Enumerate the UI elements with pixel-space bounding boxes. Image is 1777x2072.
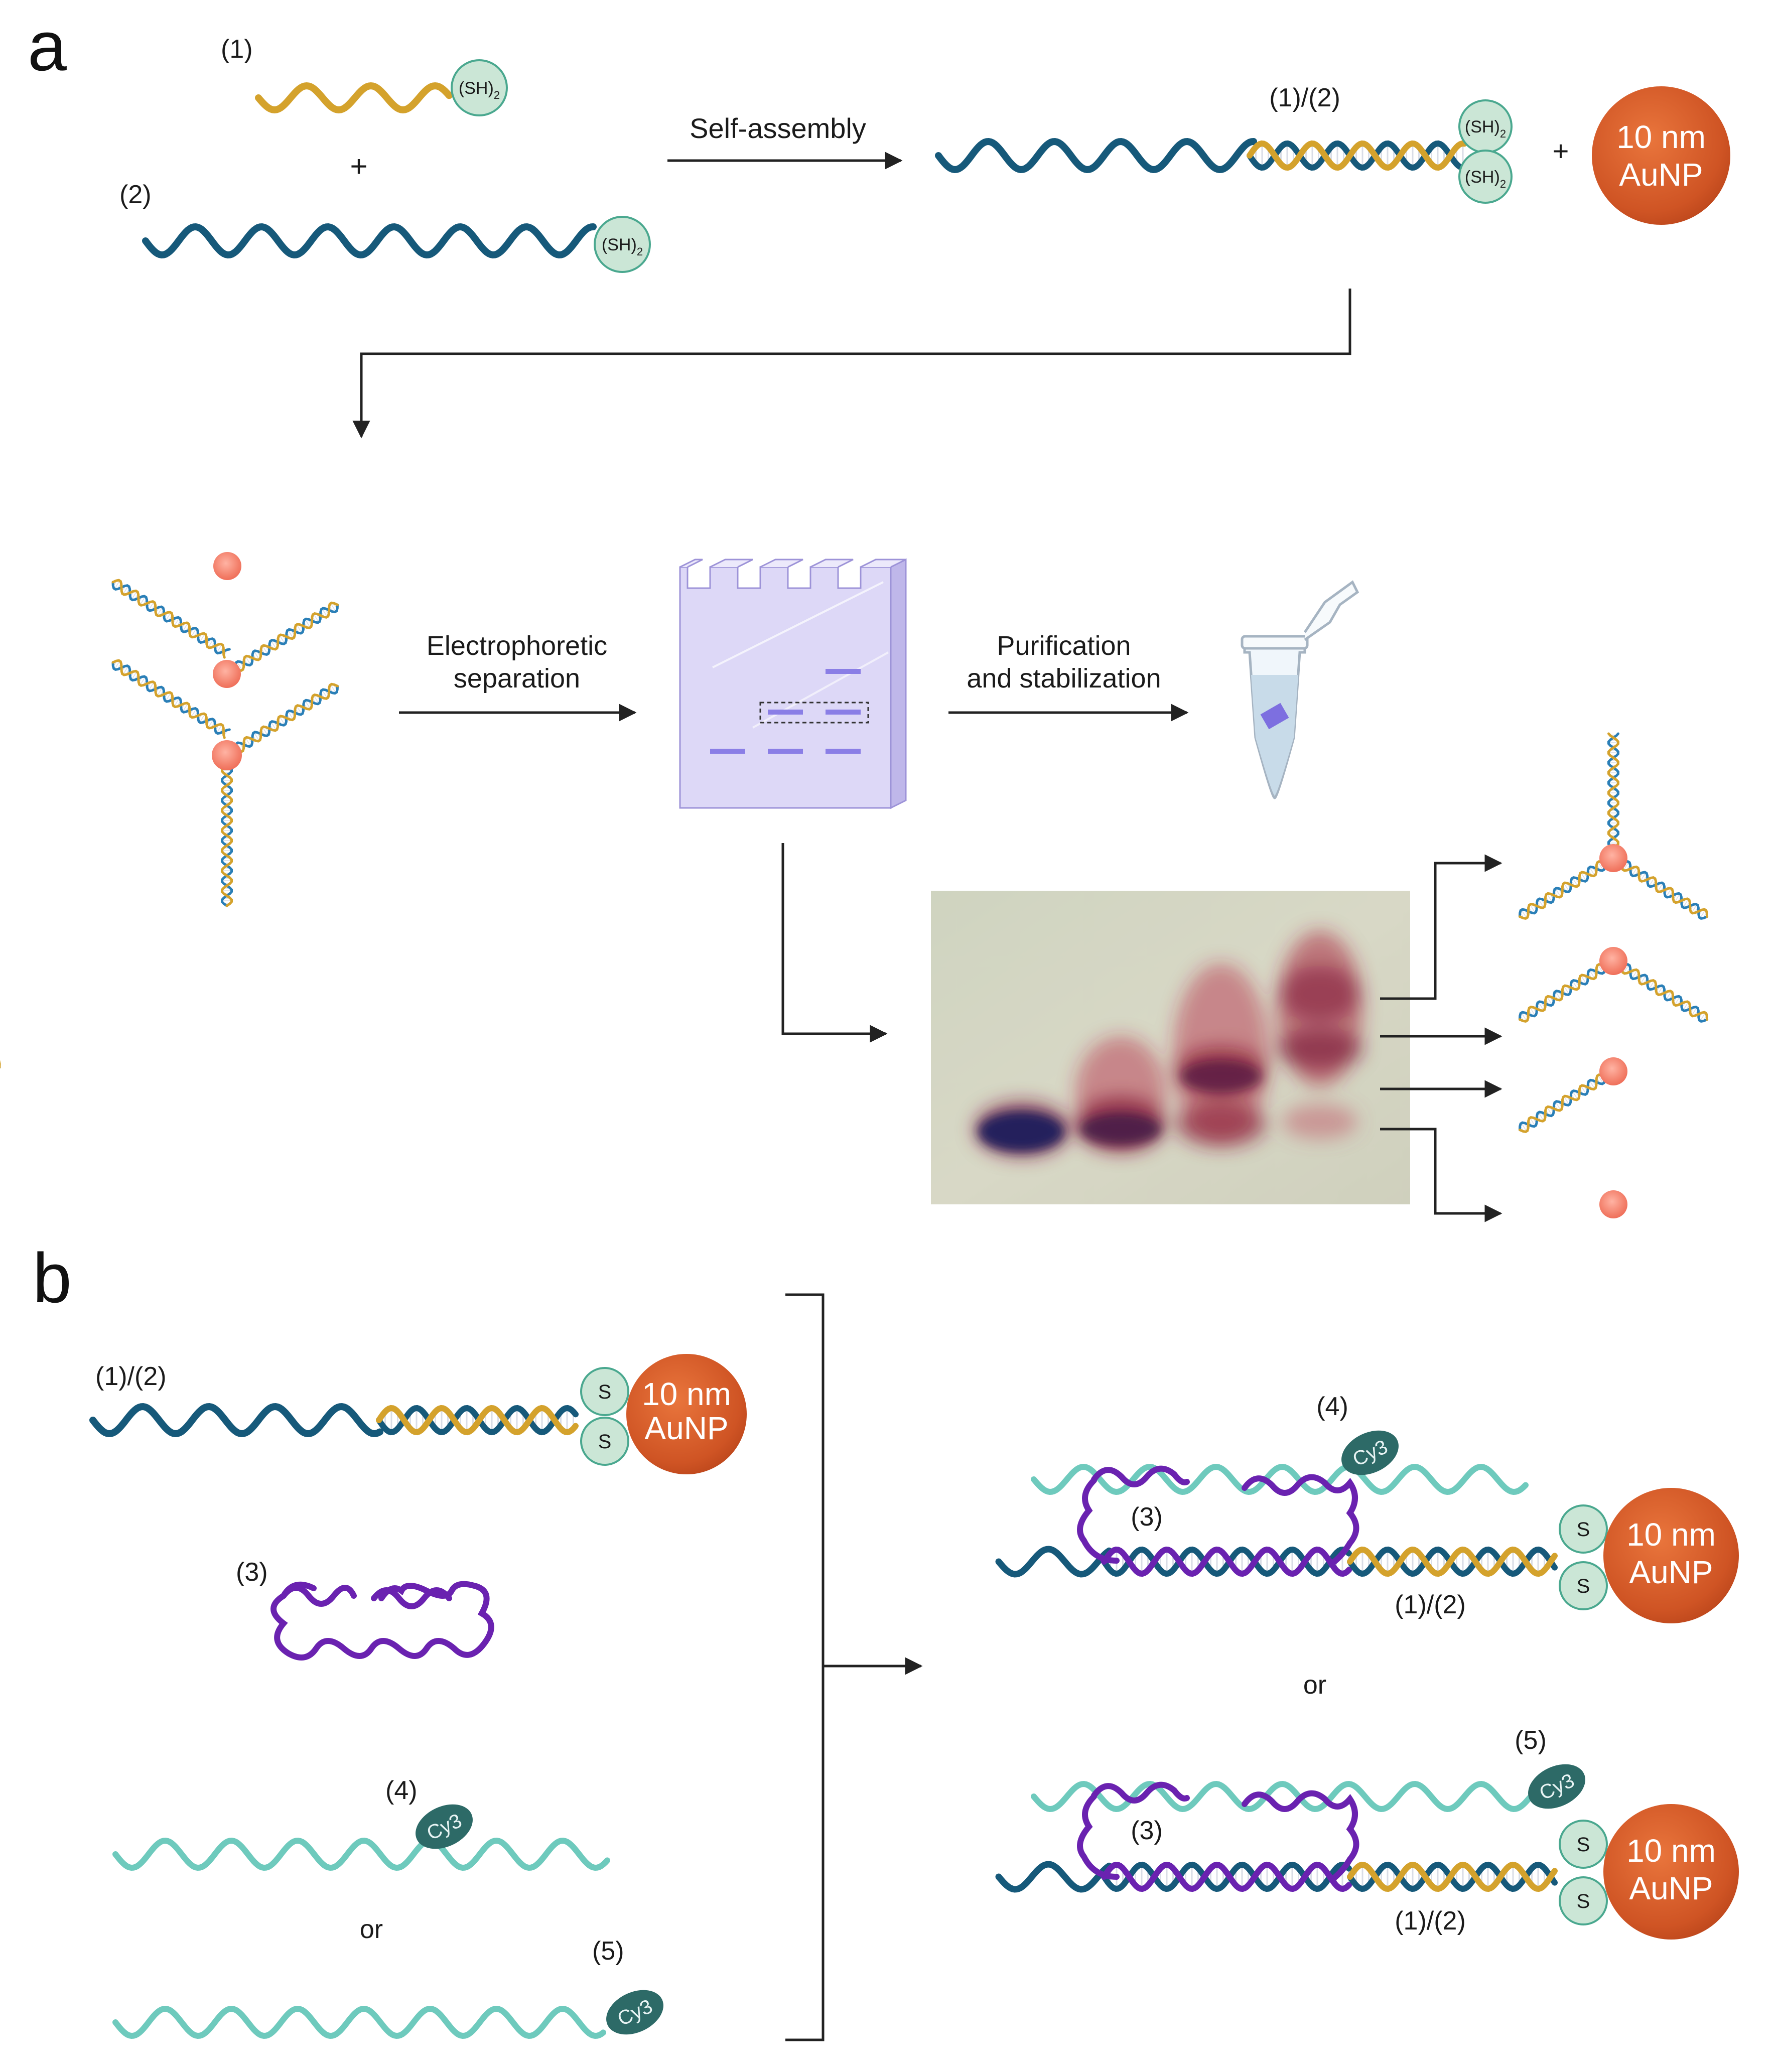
strand-4 [112,1837,610,1871]
strand-4-label-complex: (4) [1316,1392,1348,1421]
thiol-s-icon: S [580,1417,629,1466]
duplex-label-complex: (1)/(2) [1395,1590,1466,1619]
thiol-s-icon: S [1559,1876,1608,1925]
svg-text:(SH)2: (SH)2 [459,79,500,101]
duplex-1-2 [935,137,1467,174]
species-bare-particle [1599,1190,1627,1218]
conjugate-three-strands [111,659,339,907]
strand-3-label-complex: (3) [1131,1502,1163,1532]
cy3-dye-icon: Cy3 [1528,1764,1585,1809]
svg-text:S: S [598,1431,612,1453]
svg-text:10 nm: 10 nm [642,1376,731,1412]
conjugate-one-strand [0,552,241,1070]
svg-text:S: S [1577,1834,1590,1856]
svg-text:10 nm: 10 nm [1626,1833,1716,1869]
strand-3-end [281,1585,357,1607]
svg-text:(SH)2: (SH)2 [1465,168,1506,190]
plus-sign: + [350,150,367,183]
species-two-strands [1518,947,1709,1023]
cy3-dye-icon: Cy3 [416,1804,473,1849]
band-arrow-bare-particle [1380,1128,1502,1222]
species-one-strand [1518,1057,1627,1134]
strand-3 [270,1581,494,1661]
cy3-dye-icon: Cy3 [606,1990,663,2035]
thiol-s-icon: S [580,1367,629,1416]
bracket [785,1293,825,2041]
gel-schematic-icon [679,558,907,809]
strand-5-label: (5) [592,1937,624,1966]
svg-text:AuNP: AuNP [644,1410,728,1446]
duplex-label-complex-2: (1)/(2) [1395,1906,1466,1936]
svg-text:S: S [1577,1575,1590,1597]
svg-text:S: S [1577,1518,1590,1541]
svg-text:(SH)2: (SH)2 [602,235,643,258]
svg-text:S: S [598,1381,612,1403]
thiol-s-icon: S [1559,1504,1608,1554]
thiol-group-icon: (SH)2 [1458,150,1513,204]
svg-text:S: S [1577,1890,1590,1912]
strand-3-label-complex-2: (3) [1131,1816,1163,1845]
svg-text:AuNP: AuNP [1629,1554,1713,1590]
electrophoresis-label-line1: Electrophoretic [427,631,607,661]
strand-5-label-complex: (5) [1515,1726,1547,1755]
purification-label-line1: Purification [997,631,1131,661]
thiol-s-icon: S [1559,1561,1608,1610]
svg-text:(SH)2: (SH)2 [1465,117,1506,140]
purification-label-line2: and stabilization [967,663,1161,694]
gel-photograph [931,891,1410,1204]
duplex-label-b: (1)/(2) [95,1362,167,1391]
svg-text:AuNP: AuNP [1629,1870,1713,1906]
thiol-group-icon: (SH)2 [594,216,651,273]
thiol-group-icon: (SH)2 [1458,99,1513,154]
duplex-label: (1)/(2) [1269,83,1340,112]
thiol-s-icon: S [1559,1820,1608,1869]
panel-label-b: b [33,1238,72,1317]
svg-text:10 nm: 10 nm [1626,1516,1716,1553]
process-connector-arrow [352,289,1351,439]
self-assembly-label: Self-assembly [690,112,866,144]
electrophoresis-label-line2: separation [454,663,580,694]
gold-nanoparticle-icon: 10 nm AuNP [1592,86,1730,225]
strand-2-label: (2) [119,180,152,209]
svg-text:AuNP: AuNP [1619,157,1703,193]
gold-nanoparticle-icon: 10 nm AuNP [1603,1488,1739,1623]
gold-nanoparticle-icon: 10 nm AuNP [1603,1804,1739,1940]
strand-1-label: (1) [221,35,253,64]
microcentrifuge-tube-icon [1241,580,1359,799]
or-label-complex: or [1303,1671,1326,1700]
band-arrow-three-strands [1380,854,1502,1000]
complex-with-strand-5 [995,1780,1558,1893]
panel-label-a: a [28,7,67,85]
strand-4-label: (4) [385,1776,418,1805]
or-label: or [360,1915,383,1944]
conjugate-two-strands [111,579,339,688]
complex-with-strand-4 [995,1463,1558,1578]
strand-1 [255,82,453,114]
strand-5 [112,2005,606,2039]
cy3-dye-icon: Cy3 [1341,1430,1399,1475]
species-three-strands [1518,732,1709,920]
gel-photo-connector-arrow [781,843,888,1043]
thiol-group-icon: (SH)2 [451,59,508,116]
duplex-conjugate-b [89,1403,579,1438]
strand-2 [142,223,597,259]
gold-nanoparticle-icon: 10 nm AuNP [626,1354,747,1474]
strand-3-label: (3) [236,1558,268,1587]
svg-text:10 nm: 10 nm [1616,119,1706,155]
plus-sign: + [1553,135,1569,167]
